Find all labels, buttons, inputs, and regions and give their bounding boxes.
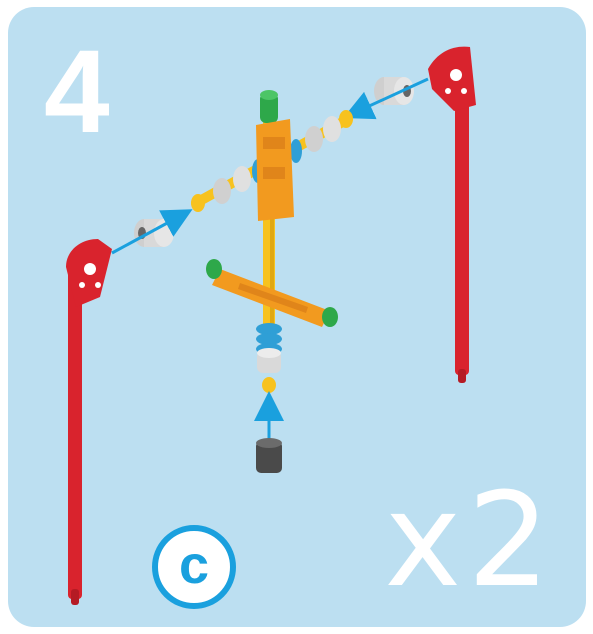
left-red-post-icon (66, 239, 112, 605)
variant-badge: c (152, 525, 236, 609)
grey-spacer-icon (257, 348, 281, 373)
orange-cross-connector-icon (256, 119, 294, 221)
right-red-post-icon (428, 47, 476, 383)
instruction-panel: 4 (8, 7, 586, 627)
dark-end-cap-icon (256, 438, 282, 473)
yellow-rod-tip-icon (262, 377, 276, 393)
variant-letter: c (179, 538, 209, 592)
green-end-cap-icon (260, 90, 278, 123)
quantity-multiplier: x2 (384, 475, 556, 605)
